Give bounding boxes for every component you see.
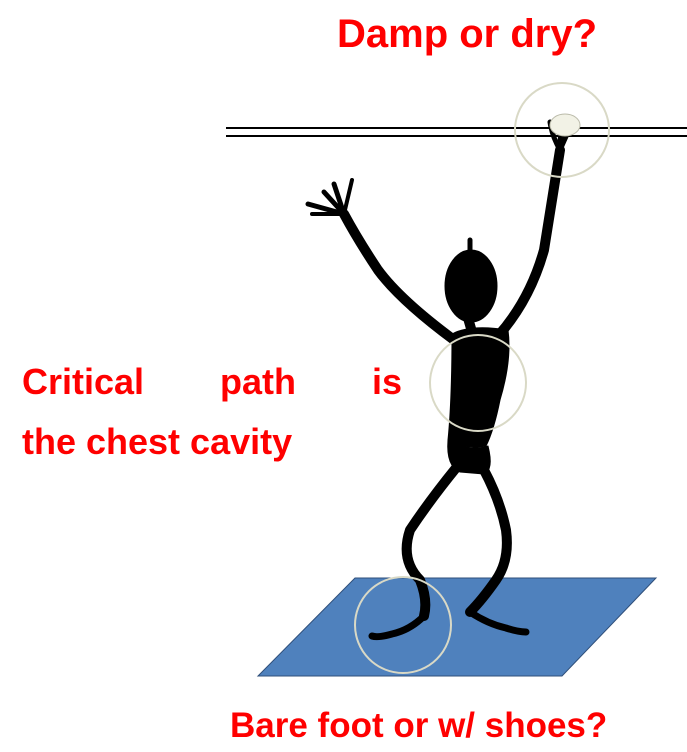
critical-path-label-line2: the chest cavity — [22, 424, 292, 460]
floor-mat-icon — [258, 578, 656, 676]
hand-contact-point — [550, 114, 580, 136]
foot-condition-label: Bare foot or w/ shoes? — [230, 708, 607, 743]
critical-path-label-line1: Critical path is — [22, 364, 402, 400]
overhead-wire-icon — [226, 128, 687, 136]
damp-or-dry-label: Damp or dry? — [337, 14, 597, 54]
